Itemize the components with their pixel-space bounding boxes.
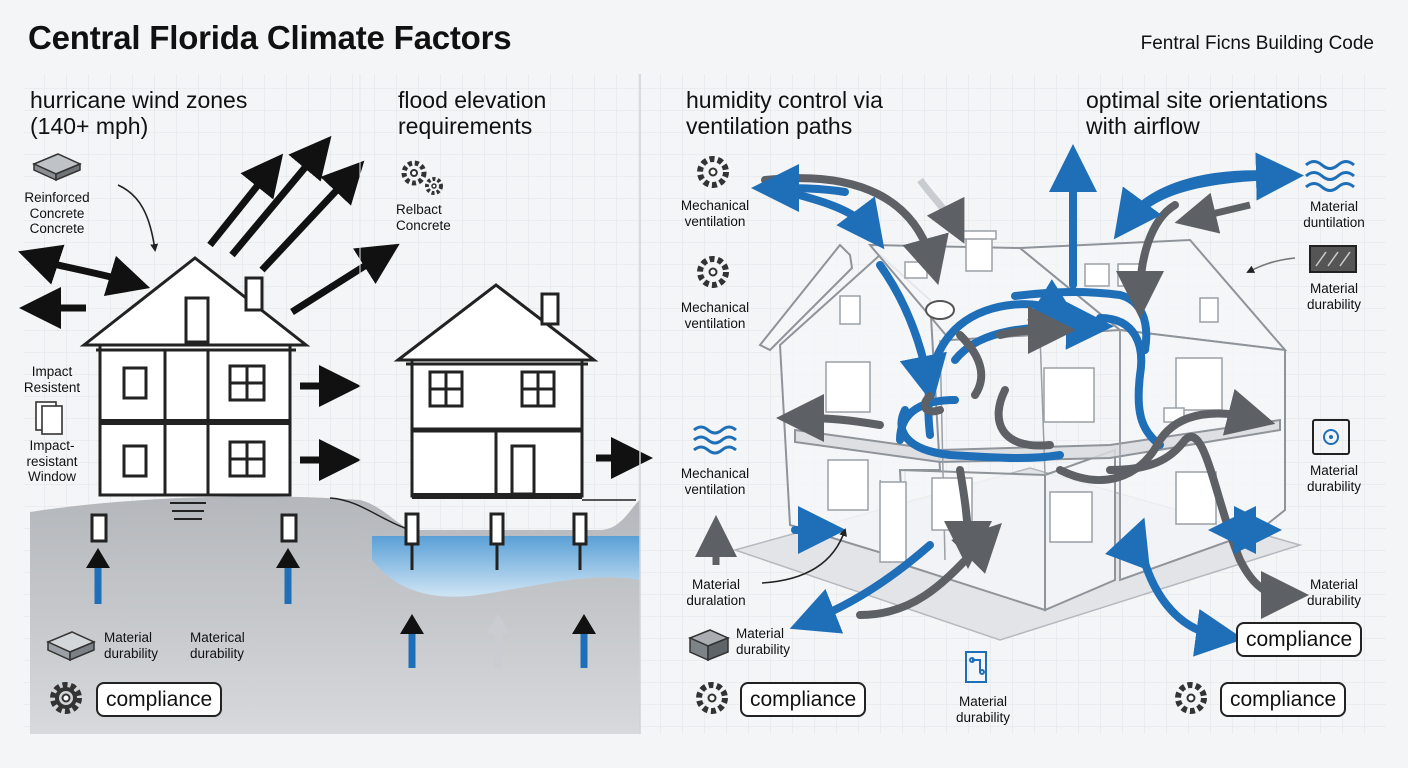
label-line: Material [1309, 199, 1358, 214]
label-line: Material [691, 577, 740, 592]
chip-icon [1312, 419, 1350, 455]
materical-durability-label: Materical durability [190, 630, 245, 661]
label-line: durability [1306, 592, 1362, 608]
label-line: resistant [26, 453, 78, 469]
label-line: ventilation [684, 481, 746, 497]
flood-panel-artwork [329, 160, 653, 734]
concrete-slab-icon [32, 153, 82, 182]
window-frame-icon [35, 401, 63, 435]
label-line: Material [736, 626, 785, 641]
label-line: duntilation [1303, 214, 1365, 230]
mechanical-ventilation-label: Mechanical ventilation [672, 300, 758, 331]
material-block-icon [46, 631, 96, 662]
label-line: Concrete [396, 217, 451, 233]
flood-heading: flood elevation requirements [398, 87, 547, 140]
waves-icon [1305, 160, 1355, 192]
label-line: ventilation [684, 213, 746, 229]
label-line: Material [104, 630, 153, 645]
gear-icon [697, 256, 729, 288]
reinforced-concrete-label: Reinforced Concrete Concrete [18, 190, 96, 237]
flood-heading-line: flood elevation [398, 87, 547, 113]
material-durability-label: Material durability [104, 630, 158, 661]
compliance-badge: compliance [1236, 622, 1363, 658]
flood-house [393, 283, 636, 570]
material-durability-label: Material durability [1294, 463, 1374, 494]
impact-window-label: Impact- resistant Window [16, 438, 88, 485]
material-box-icon [688, 629, 730, 662]
compliance-badge: compliance [740, 682, 867, 718]
orientation-heading-line: optimal site orientations [1086, 87, 1328, 113]
label-line: durability [1306, 296, 1362, 312]
panel-icon [1309, 245, 1357, 273]
label-line: ventilation [684, 315, 746, 331]
gear-icon [50, 682, 82, 714]
mechanical-ventilation-label: Mechanical ventilation [672, 466, 758, 497]
material-duralation-label: Material duralation [676, 577, 756, 608]
flood-heading-line: requirements [398, 112, 533, 139]
material-durability-label: Material durability [944, 694, 1022, 725]
label-line: durability [104, 645, 159, 661]
orientation-heading: optimal site orientations with airflow [1086, 87, 1328, 140]
orientation-heading-line: with airflow [1086, 112, 1200, 139]
humidity-heading-line: ventilation paths [686, 112, 853, 139]
label-line: Material [1309, 463, 1358, 478]
ventilation-house-artwork [688, 144, 1357, 714]
label-line: Concrete [29, 205, 85, 221]
label-line: durability [955, 709, 1011, 725]
label-line: Relbact [396, 202, 442, 217]
label-line: Material [1309, 281, 1358, 296]
wind-panel-artwork [18, 135, 400, 734]
label-line: Window [27, 469, 76, 485]
label-line: duralation [686, 592, 746, 608]
label-line: Material [1309, 577, 1358, 592]
material-durability-label: Material durability [1294, 281, 1374, 312]
mechanical-ventilation-label: Mechanical ventilation [672, 198, 758, 229]
waves-icon [693, 425, 737, 455]
label-line: durability [190, 645, 245, 661]
compliance-badge: compliance [1220, 682, 1347, 718]
humidity-heading-line: humidity control via [686, 87, 883, 113]
material-durability-label: Material durability [736, 626, 790, 657]
gear-icon [696, 682, 728, 714]
relbact-concrete-label: Relbact Concrete [396, 202, 451, 233]
label-line: Concrete [29, 221, 85, 237]
gear-icon [697, 156, 729, 188]
label-line: Impact- [29, 438, 75, 453]
building-code-label: Fentral Ficns Building Code [1140, 33, 1374, 54]
humidity-heading: humidity control via ventilation paths [686, 87, 883, 140]
label-line: Materical [190, 630, 245, 645]
label-line: Resistent [23, 379, 81, 395]
impact-resistent-label: Impact Resistent [16, 364, 88, 395]
wind-house [79, 256, 311, 543]
label-line: Mechanical [680, 300, 750, 315]
label-line: Material [958, 694, 1007, 709]
label-line: Impact [31, 364, 73, 379]
wind-heading-line: (140+ mph) [30, 112, 149, 139]
wind-heading: hurricane wind zones (140+ mph) [30, 87, 248, 140]
label-line: Mechanical [680, 198, 750, 213]
label-line: Mechanical [680, 466, 750, 481]
material-durability-label: Material durability [1294, 577, 1374, 608]
label-line: Reinforced [24, 190, 90, 205]
wind-heading-line: hurricane wind zones [30, 87, 248, 113]
gear-icon [1175, 682, 1207, 714]
label-line: durability [736, 641, 791, 657]
material-duntilation-label: Material duntilation [1294, 199, 1374, 230]
circuit-icon [965, 651, 987, 683]
gears-icon [401, 160, 443, 195]
page-title: Central Florida Climate Factors [28, 19, 512, 56]
compliance-badge: compliance [96, 682, 223, 718]
label-line: durability [1306, 478, 1362, 494]
